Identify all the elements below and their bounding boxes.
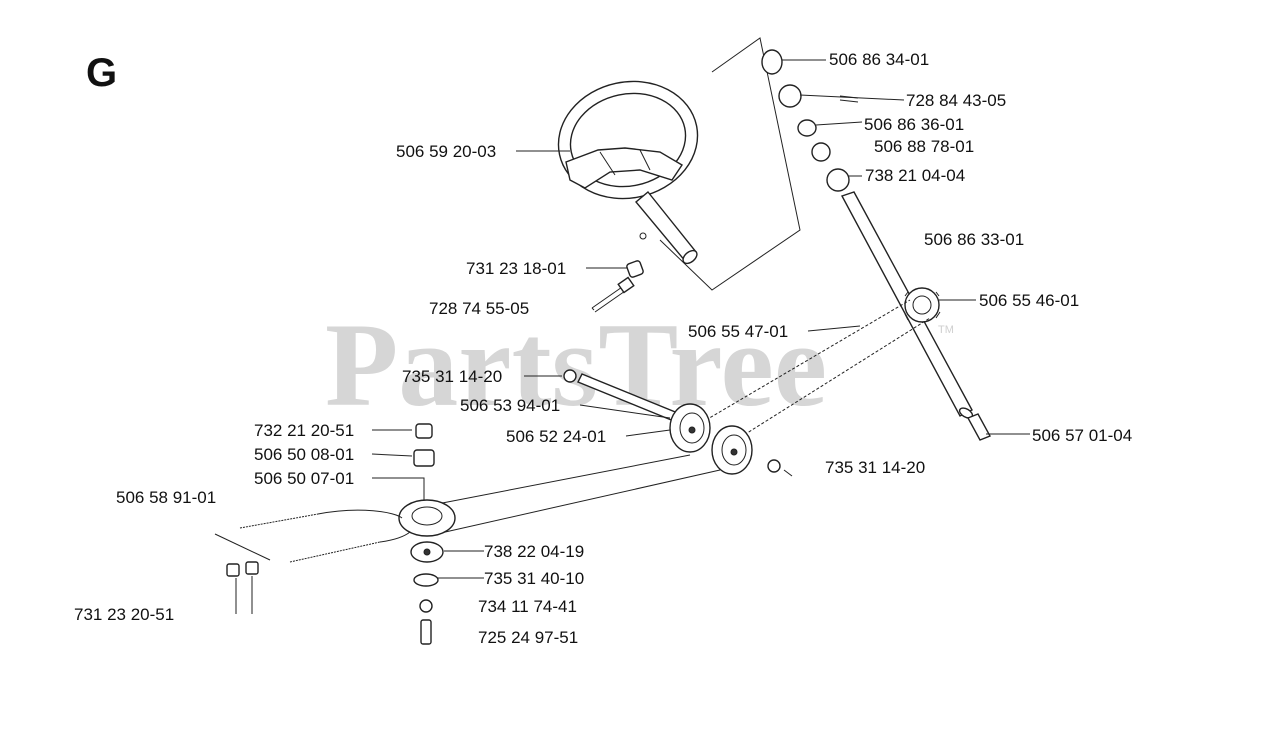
- label-506-50-08-01[interactable]: 506 50 08-01: [254, 445, 354, 464]
- label-506-52-24-01[interactable]: 506 52 24-01: [506, 427, 606, 446]
- pulley-506-52-24-01[interactable]: [669, 403, 753, 475]
- leader-lines: [371, 59, 1030, 579]
- label-738-22-04-19[interactable]: 738 22 04-19: [484, 542, 584, 561]
- section-letter: G: [86, 51, 117, 95]
- label-506-86-34-01[interactable]: 506 86 34-01: [829, 50, 929, 69]
- label-506-53-94-01[interactable]: 506 53 94-01: [460, 396, 560, 415]
- label-728-84-43-05[interactable]: 728 84 43-05: [906, 91, 1006, 110]
- lower-pivot-stack[interactable]: [398, 423, 456, 645]
- part-731-23-18-01[interactable]: [626, 260, 644, 278]
- label-506-88-78-01[interactable]: 506 88 78-01: [874, 137, 974, 156]
- label-506-58-91-01[interactable]: 506 58 91-01: [116, 488, 216, 507]
- part-728-74-55-05[interactable]: [591, 276, 635, 313]
- wheel-assembly-bracket: [659, 37, 801, 291]
- label-506-55-46-01[interactable]: 506 55 46-01: [979, 291, 1079, 310]
- label-506-86-36-01[interactable]: 506 86 36-01: [864, 115, 964, 134]
- tie-rod[interactable]: [431, 454, 721, 536]
- label-738-21-04-04[interactable]: 738 21 04-04: [865, 166, 965, 185]
- threaded-rods-506-58-91-01[interactable]: [214, 509, 411, 563]
- label-734-11-74-41[interactable]: 734 11 74-41: [478, 597, 577, 616]
- label-506-55-47-01[interactable]: 506 55 47-01: [688, 322, 788, 341]
- steering-chain[interactable]: [705, 299, 931, 441]
- watermark: PartsTree: [325, 298, 827, 431]
- label-735-31-14-20-upper[interactable]: 735 31 14-20: [402, 367, 502, 386]
- part-labels: 506 86 34-01 728 84 43-05 506 86 36-01 5…: [74, 50, 1132, 647]
- label-728-74-55-05[interactable]: 728 74 55-05: [429, 299, 529, 318]
- label-731-23-18-01[interactable]: 731 23 18-01: [466, 259, 566, 278]
- label-731-23-20-51[interactable]: 731 23 20-51: [74, 605, 174, 624]
- label-732-21-20-51[interactable]: 732 21 20-51: [254, 421, 354, 440]
- clip-735-31-14-20-lower[interactable]: [767, 459, 781, 473]
- watermark-trademark: TM: [938, 324, 954, 336]
- label-735-31-40-10[interactable]: 735 31 40-10: [484, 569, 584, 588]
- bolt-506-57-01-04[interactable]: [967, 413, 991, 441]
- sprocket-506-55-46-01[interactable]: [904, 287, 941, 323]
- label-506-86-33-01[interactable]: 506 86 33-01: [924, 230, 1024, 249]
- label-506-50-07-01[interactable]: 506 50 07-01: [254, 469, 354, 488]
- clip-735-31-14-20-upper[interactable]: [563, 369, 577, 383]
- nuts-731-23-20-51[interactable]: [226, 561, 259, 614]
- label-725-24-97-51[interactable]: 725 24 97-51: [478, 628, 578, 647]
- label-506-59-20-03[interactable]: 506 59 20-03: [396, 142, 496, 161]
- label-506-57-01-04[interactable]: 506 57 01-04: [1032, 426, 1132, 445]
- steering-wheel[interactable]: [547, 69, 708, 266]
- label-735-31-14-20-lower[interactable]: 735 31 14-20: [825, 458, 925, 477]
